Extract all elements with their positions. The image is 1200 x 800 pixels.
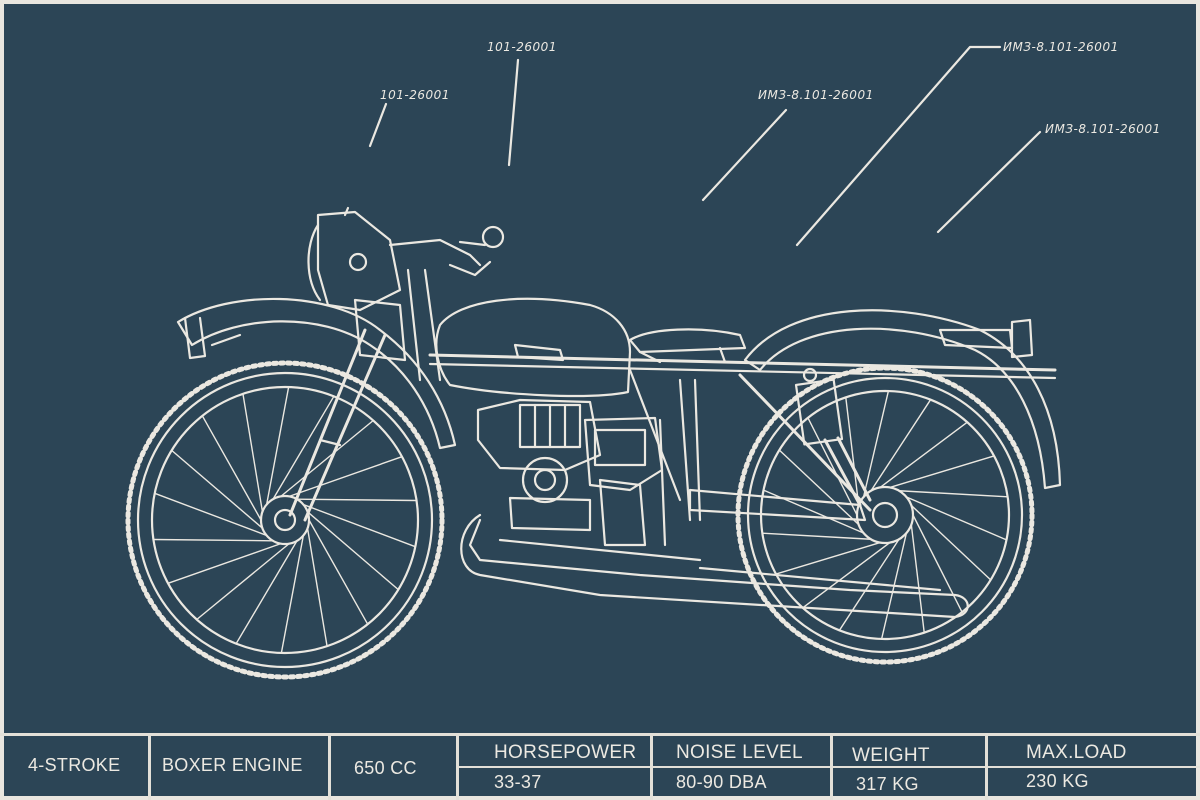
wheel-spoke	[308, 519, 369, 625]
rear-fender	[743, 309, 1062, 490]
spec-table: 4-STROKE BOXER ENGINE 650 CC HORSEPOWER …	[0, 733, 1200, 800]
table-top-border	[0, 733, 1200, 736]
spec-max-load-label: MAX.LOAD	[1026, 742, 1127, 763]
wheel-spoke	[306, 527, 328, 647]
exhaust-pipe	[460, 513, 969, 619]
leader-line-2	[507, 58, 520, 167]
leader-line-5	[936, 130, 1042, 234]
spec-max-load-value: 230 KG	[1026, 771, 1089, 791]
wheel-spoke	[242, 393, 264, 513]
front-fender	[176, 297, 457, 450]
wheel-spoke	[845, 396, 860, 507]
motorcycle-drawing	[125, 45, 1062, 680]
frame	[428, 353, 1057, 522]
callout-label-5: ИМЗ-8.101-26001	[1045, 122, 1161, 136]
wheel-spoke	[778, 449, 860, 526]
callout-label-2: 101-26001	[487, 40, 557, 54]
wheel-spoke	[898, 490, 1009, 498]
headlight	[307, 206, 402, 312]
wheel-spoke	[889, 455, 995, 489]
table-divider	[985, 733, 988, 800]
wheel-spoke	[879, 421, 968, 489]
wheel-spoke	[167, 542, 282, 585]
wheel-spoke	[154, 492, 268, 537]
table-divider	[328, 733, 331, 800]
leader-line-3	[701, 108, 788, 202]
wheel-spoke	[910, 523, 925, 634]
wheel-spoke	[288, 455, 403, 498]
leader-line-4	[795, 45, 1002, 247]
table-divider	[148, 733, 151, 800]
spec-noise-value: 80-90 DBA	[676, 772, 767, 792]
wheel-spoke	[306, 511, 400, 591]
spec-noise-label: NOISE LEVEL	[676, 742, 803, 763]
callout-label-3: ИМЗ-8.101-26001	[758, 88, 874, 102]
spec-weight-label: WEIGHT	[852, 745, 930, 766]
wheel-spoke	[807, 417, 858, 516]
wheel-spoke	[775, 541, 881, 575]
callout-label-1: 101-26001	[380, 88, 450, 102]
wheel-spoke	[302, 503, 416, 548]
callout-label-4: ИМЗ-8.101-26001	[1003, 40, 1119, 54]
spec-stroke: 4-STROKE	[28, 755, 121, 775]
wheel-spoke	[201, 415, 262, 521]
wheel-spoke	[296, 498, 418, 502]
boxer-engine	[476, 398, 667, 547]
wheel-spoke	[196, 542, 290, 621]
leader-line-1	[368, 102, 388, 148]
wheel-spoke	[838, 538, 900, 632]
wheel-spoke	[152, 538, 274, 542]
seat	[628, 328, 747, 354]
table-divider	[650, 733, 653, 800]
wheel-spoke	[910, 504, 992, 581]
table-divider	[830, 733, 833, 800]
wheel-spoke	[265, 386, 290, 506]
callout-leaders	[368, 45, 1042, 247]
front-wheel	[125, 360, 445, 680]
spec-weight-value: 317 KG	[856, 774, 919, 794]
spec-horsepower-label: HORSEPOWER	[494, 742, 637, 763]
spec-displacement: 650 CC	[354, 758, 417, 778]
wheel-spoke	[235, 540, 298, 645]
spec-engine: BOXER ENGINE	[162, 755, 303, 775]
fuel-tank	[435, 297, 632, 398]
wheel-spoke	[862, 390, 890, 498]
wheel-spoke	[280, 534, 305, 654]
table-mid-rule	[458, 766, 1200, 768]
wheel-spoke	[802, 541, 891, 609]
wheel-spoke	[905, 496, 1008, 541]
wheel-spoke	[761, 532, 872, 540]
wheel-spoke	[870, 398, 932, 492]
wheel-spoke	[762, 489, 865, 534]
wheel-spoke	[272, 395, 335, 500]
handlebars	[388, 225, 505, 277]
wheel-spoke	[170, 449, 264, 529]
spec-horsepower-value: 33-37	[494, 772, 542, 792]
wheel-spoke	[280, 419, 374, 498]
rear-shock	[794, 367, 872, 507]
table-divider	[456, 733, 459, 800]
